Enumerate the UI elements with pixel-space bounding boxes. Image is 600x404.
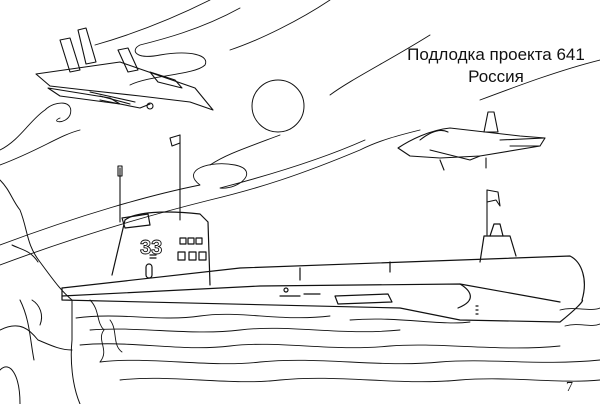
title-line-1: Подлодка проекта 641 [407, 45, 585, 64]
page-number: 7 [566, 380, 573, 395]
rocky-cliff-icon [0, 179, 81, 404]
fighter-jet-right-icon [397, 111, 546, 171]
sun-icon [251, 79, 305, 133]
submarine-masts [117, 134, 501, 236]
fighter-jet-left-icon [35, 27, 214, 111]
submarine-icon [61, 211, 585, 323]
sky-swirls [0, 0, 600, 266]
page-title: Подлодка проекта 641 Россия [380, 44, 600, 88]
sea-waves-icon [75, 299, 600, 383]
hull-number: 33 [140, 237, 162, 259]
title-line-2: Россия [468, 67, 524, 86]
